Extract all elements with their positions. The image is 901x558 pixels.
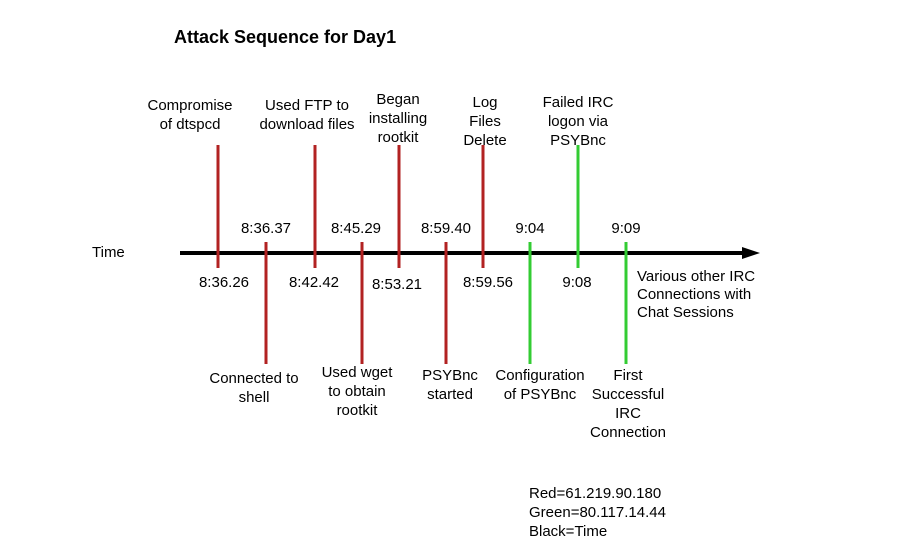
event-time-label: 8:36.37: [240, 220, 292, 237]
legend-black: Black=Time: [529, 523, 608, 540]
irc-note: Various other IRC Connections with Chat …: [637, 268, 756, 321]
event-time-label: 8:59.56: [462, 274, 514, 291]
event-label: PSYBnc started: [422, 367, 478, 403]
event-time-label: 9:09: [611, 220, 641, 237]
event-label: Used FTP to download files: [259, 97, 355, 133]
event-time-label: 8:36.26: [198, 274, 250, 291]
time-axis-arrowhead: [742, 247, 760, 259]
event-label: Log Files Delete: [463, 94, 507, 149]
event-time-label: 9:08: [562, 274, 592, 291]
event-time-label: 8:59.40: [420, 220, 472, 237]
legend: Red=61.219.90.180 Green=80.117.14.44 Bla…: [529, 484, 666, 541]
event-time-label: 8:45.29: [330, 220, 382, 237]
event-time-label: 8:42.42: [288, 274, 340, 291]
event-label: Failed IRC logon via PSYBnc: [542, 94, 614, 149]
event-time-label: 9:04: [515, 220, 545, 237]
axis-label-time: Time: [92, 244, 125, 261]
event-label: Used wget to obtain rootkit: [321, 364, 393, 419]
legend-red: Red=61.219.90.180: [529, 485, 662, 502]
legend-green: Green=80.117.14.44: [529, 504, 666, 521]
event-label: Connected to shell: [209, 370, 299, 406]
event-label: Compromise of dtspcd: [147, 97, 233, 133]
diagram-title: Attack Sequence for Day1: [174, 27, 397, 47]
event-label: Began installing rootkit: [368, 91, 428, 146]
event-time-label: 8:53.21: [371, 276, 423, 293]
event-label: Configuration of PSYBnc: [495, 367, 585, 403]
event-label: First Successful IRC Connection: [590, 367, 666, 441]
